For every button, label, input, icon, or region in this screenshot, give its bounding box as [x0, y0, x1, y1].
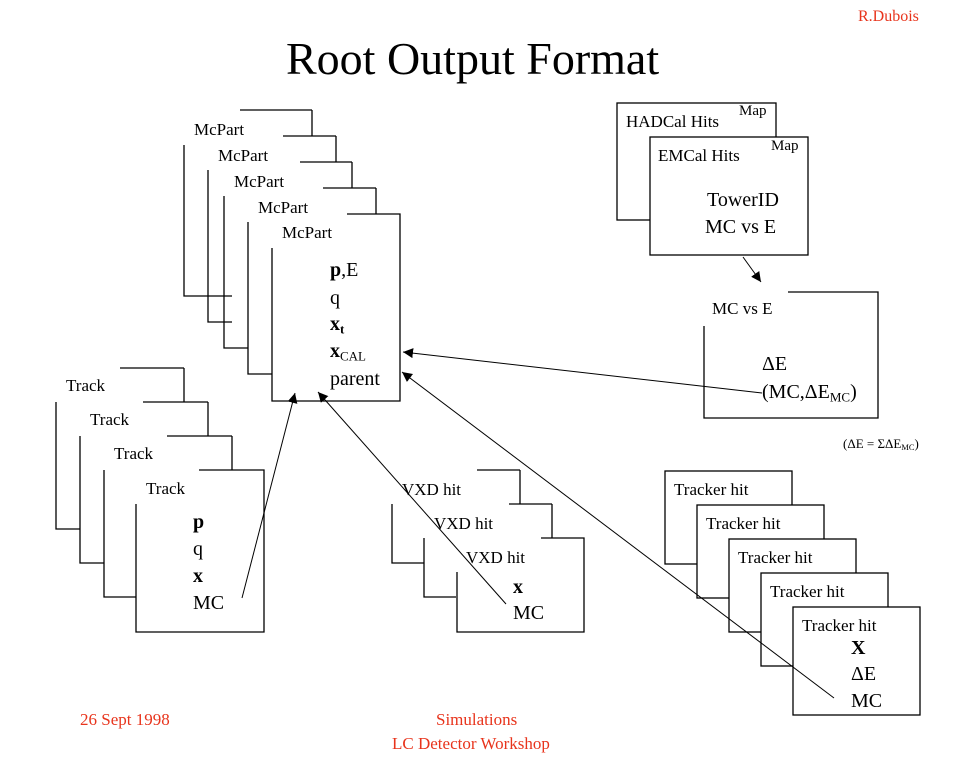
vxd-card-3 — [456, 537, 585, 633]
emcal-label: EMCal Hits — [658, 146, 740, 165]
mcvse-field-pair: (MC,ΔEMC) — [762, 381, 857, 405]
mcpart-field-momentum: p,E — [330, 260, 358, 280]
arrow-track-to-mcpart — [241, 392, 298, 599]
energy-sum-formula: (ΔE = ΣΔEMC) — [843, 436, 919, 453]
pair-close: ) — [850, 381, 857, 403]
tracker-field-x: X — [851, 637, 866, 659]
tracker-label: Tracker hit — [802, 616, 877, 635]
page-title: Root Output Format — [286, 33, 660, 84]
mcpart-card-4 — [247, 187, 377, 375]
field-xt-sub: t — [340, 321, 345, 337]
hadcal-label: HADCal Hits — [626, 112, 720, 131]
vxd-card-2 — [423, 503, 553, 598]
emcal-field-mcvse: MC vs E — [705, 216, 777, 238]
pair-sub: MC — [829, 389, 851, 405]
arrow-emcal-to-mcvse — [742, 256, 762, 283]
track-field-mc: MC — [193, 592, 225, 614]
mcvse-label: MC vs E — [712, 299, 773, 318]
vxd-field-mc: MC — [513, 602, 545, 624]
track-card-1 — [55, 367, 185, 530]
author: R.Dubois — [858, 8, 919, 25]
track-field-q: q — [193, 538, 203, 560]
formula-text: (ΔE = ΣΔE — [843, 436, 902, 451]
mcpart-card-1 — [183, 109, 313, 297]
track-label: Track — [146, 479, 186, 498]
mcvse-field-de: ΔE — [762, 353, 788, 375]
mcpart-label: McPart — [234, 172, 285, 191]
vxd-label: VXD hit — [402, 480, 462, 499]
tracker-field-de: ΔE — [851, 663, 877, 685]
tracker-field-mc: MC — [851, 690, 883, 712]
mcpart-field-xt: xt — [330, 313, 345, 337]
arrow-tracker-to-mcpart — [401, 371, 835, 699]
emcal-field-towerid: TowerID — [707, 189, 779, 211]
mcpart-field-charge: q — [330, 287, 340, 309]
mcpart-label: McPart — [258, 198, 309, 217]
track-card-2 — [79, 401, 209, 564]
formula-close: ) — [914, 436, 919, 451]
footer-line1: Simulations — [436, 710, 518, 729]
formula-sub: MC — [901, 442, 915, 453]
field-x: x — [330, 340, 340, 362]
footer-date: 26 Sept 1998 — [80, 710, 170, 729]
footer-line2: LC Detector Workshop — [392, 734, 550, 753]
mcpart-field-xcal: xCAL — [330, 340, 366, 364]
tracker-label: Tracker hit — [770, 582, 845, 601]
field-xcal-sub: CAL — [340, 348, 366, 364]
mcpart-card-3 — [223, 161, 353, 349]
track-label: Track — [90, 410, 130, 429]
mcpart-label: McPart — [218, 146, 269, 165]
vxd-card-1 — [391, 469, 521, 564]
mcvse-card — [703, 291, 879, 419]
arrow-vxd-to-mcpart — [317, 391, 507, 605]
pair-open: (MC,ΔE — [762, 381, 830, 403]
field-x: x — [330, 313, 340, 335]
track-card-4 — [135, 469, 265, 633]
tracker-card-5 — [792, 606, 921, 716]
mcpart-label: McPart — [282, 223, 333, 242]
mcpart-field-parent: parent — [330, 368, 380, 390]
track-field-x: x — [193, 565, 203, 587]
vxd-field-x: x — [513, 576, 523, 598]
field-p: p — [330, 259, 342, 281]
field-energy: ,E — [341, 259, 359, 281]
vxd-label: VXD hit — [434, 514, 494, 533]
emcal-card — [649, 136, 809, 256]
track-field-p: p — [193, 511, 205, 533]
vxd-label: VXD hit — [466, 548, 526, 567]
track-card-3 — [103, 435, 233, 598]
tracker-label: Tracker hit — [706, 514, 781, 533]
hadcal-map-label: Map — [739, 103, 767, 119]
tracker-label: Tracker hit — [738, 548, 813, 567]
track-label: Track — [66, 376, 106, 395]
track-label: Track — [114, 444, 154, 463]
emcal-map-label: Map — [771, 138, 799, 154]
mcpart-card-5 — [271, 213, 401, 402]
mcpart-label: McPart — [194, 120, 245, 139]
tracker-label: Tracker hit — [674, 480, 749, 499]
arrow-mcvse-to-mcpart — [402, 348, 763, 394]
